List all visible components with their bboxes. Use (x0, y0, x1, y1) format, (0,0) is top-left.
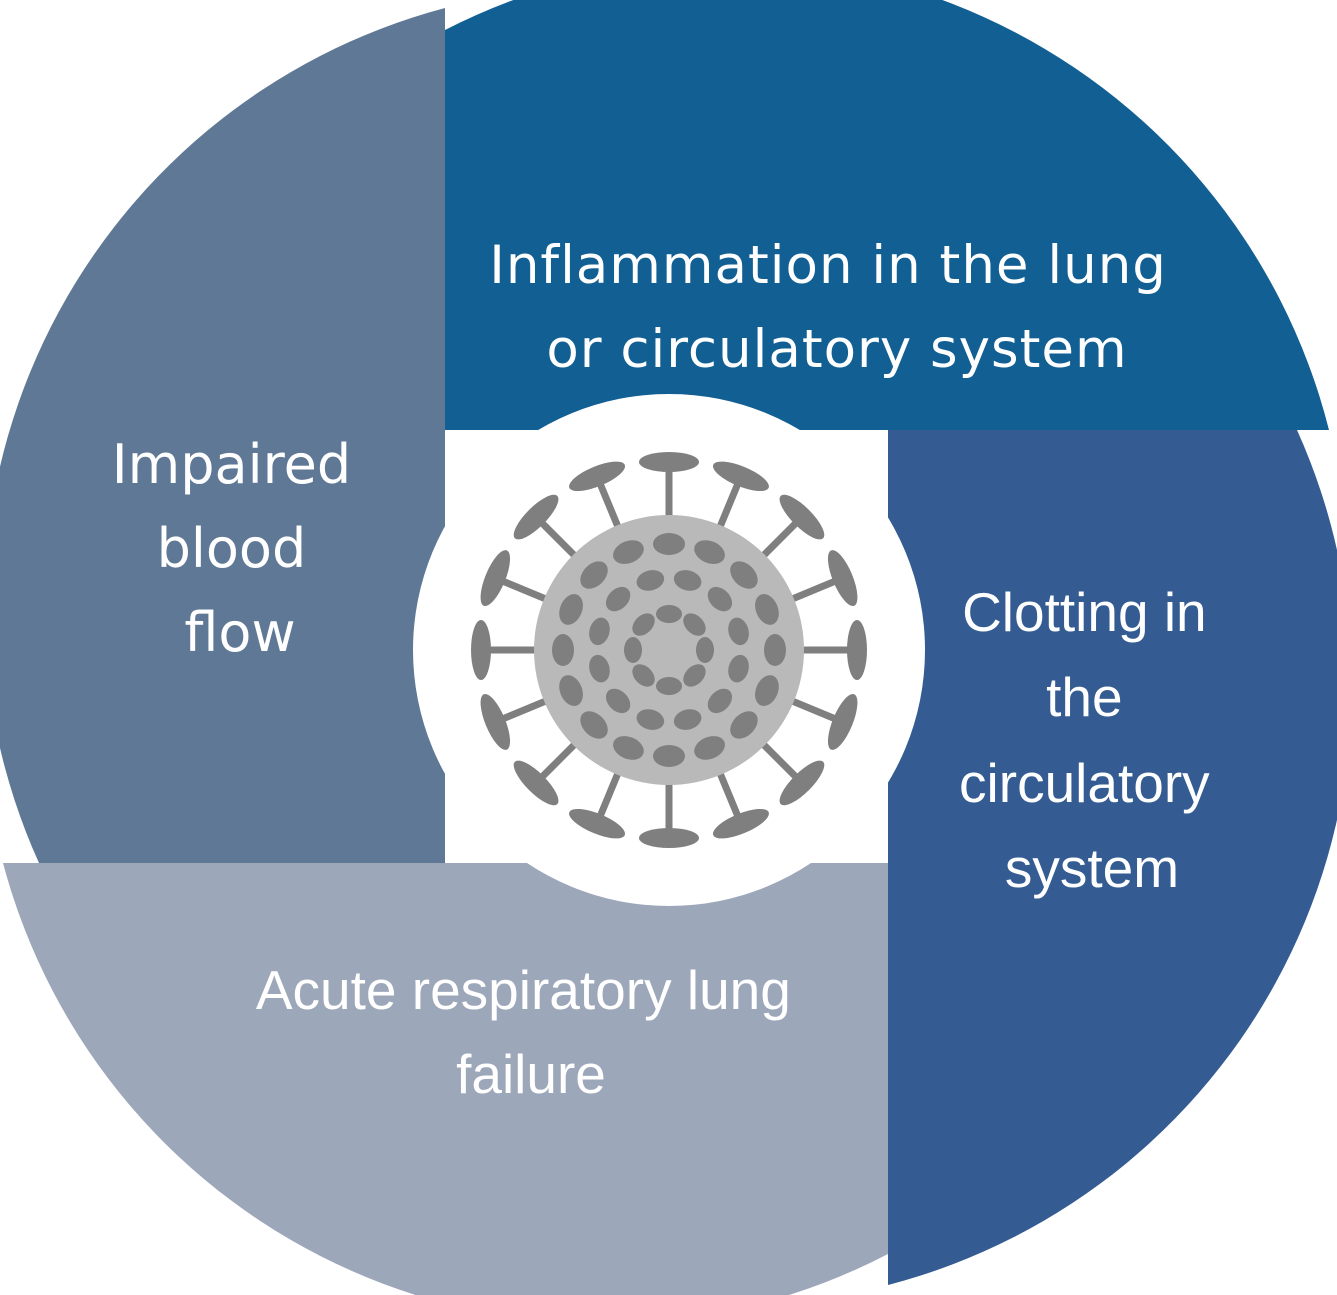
virus-surface-dot (683, 613, 706, 636)
virus-spike-head (513, 494, 559, 540)
label-blood-flow: Impaired blood flow (112, 433, 369, 664)
virus-surface-dot (764, 634, 786, 666)
virus-surface-dot (707, 586, 733, 612)
virus-spike-head (569, 808, 626, 839)
label-respiratory-line-1: Acute respiratory lung (256, 959, 791, 1021)
label-clotting-line-2: the (1046, 666, 1122, 728)
virus-surface-dot (605, 586, 631, 612)
virus-surface-dot (589, 617, 610, 646)
virus-surface-dot (632, 664, 655, 687)
label-clotting-line-4: system (1005, 837, 1179, 899)
label-respiratory: Acute respiratory lung failure (256, 959, 806, 1105)
virus-surface-dot (694, 736, 725, 760)
virus-spike-head (779, 494, 825, 540)
virus-surface-dot (559, 675, 583, 706)
virus-surface-dot (696, 637, 714, 663)
label-inflammation-line-1: Inflammation in the lung (489, 235, 1167, 296)
segment-blood-flow (0, 8, 445, 863)
segment-clotting (888, 430, 1337, 1285)
virus-spike-head (712, 461, 769, 492)
virus-spike-head (712, 808, 769, 839)
virus-surface-dot (728, 617, 749, 646)
virus-surface-dot (730, 561, 758, 589)
virus-body (534, 515, 804, 785)
virus-surface-dot (632, 613, 655, 636)
virus-surface-dot (730, 711, 758, 739)
virus-surface-dot (728, 654, 749, 683)
virus-surface-dot (653, 745, 685, 767)
virus-surface-dot (656, 677, 682, 695)
virus-surface-dot (673, 709, 702, 730)
label-respiratory-line-2: failure (456, 1043, 606, 1105)
virus-spike-head (779, 760, 825, 806)
label-inflammation-line-2: or circulatory system (546, 319, 1127, 380)
virus-spike-head (827, 693, 858, 750)
label-blood-flow-line-3: flow (184, 601, 295, 664)
virus-surface-dot (673, 570, 702, 591)
virus-spike-head (639, 452, 699, 472)
segment-inflammation (445, 0, 1329, 430)
virus-surface-dot (613, 540, 644, 564)
virus-surface-dot (656, 605, 682, 623)
label-inflammation: Inflammation in the lung or circulatory … (489, 235, 1185, 380)
virus-spike-head (569, 461, 626, 492)
virus-surface-dot (580, 561, 608, 589)
virus-spike-head (639, 828, 699, 848)
coronavirus-icon (471, 452, 867, 848)
virus-spike-head (471, 620, 491, 680)
virus-surface-dot (552, 634, 574, 666)
virus-spike-head (827, 550, 858, 607)
virus-surface-dot (559, 594, 583, 625)
virus-surface-dot (694, 540, 725, 564)
virus-spike-head (480, 693, 511, 750)
label-clotting-line-1: Clotting in (962, 581, 1207, 643)
label-blood-flow-line-1: Impaired (112, 433, 351, 496)
segment-respiratory (3, 863, 888, 1295)
virus-surface-dot (636, 570, 665, 591)
virus-surface-dot (589, 654, 610, 683)
virus-surface-dot (613, 736, 644, 760)
virus-surface-dot (653, 533, 685, 555)
virus-surface-dot (580, 711, 608, 739)
label-clotting-line-3: circulatory (959, 752, 1210, 814)
virus-surface-dot (624, 637, 642, 663)
virus-surface-dot (683, 664, 706, 687)
virus-surface-dot (605, 688, 631, 714)
virus-surface-dot (755, 594, 779, 625)
label-blood-flow-line-2: blood (157, 517, 307, 580)
virus-surface-dot (636, 709, 665, 730)
label-clotting: Clotting in the circulatory system (959, 581, 1225, 899)
virus-surface-dot (755, 675, 779, 706)
virus-surface-dot (707, 688, 733, 714)
virus-spike-head (847, 620, 867, 680)
virus-spike-head (480, 550, 511, 607)
virus-spike-head (513, 760, 559, 806)
